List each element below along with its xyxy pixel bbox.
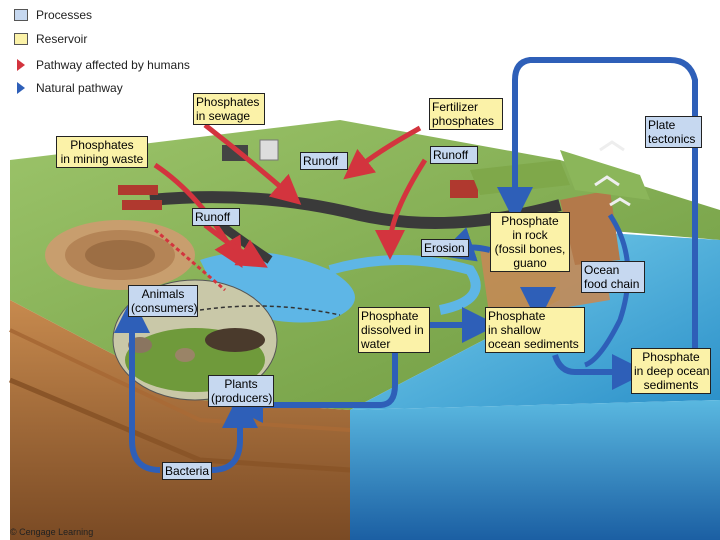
label-runoff-left: Runoff bbox=[192, 208, 240, 226]
legend-reservoir-label: Reservoir bbox=[36, 32, 88, 46]
label-bacteria: Bacteria bbox=[162, 462, 212, 480]
label-plate-tectonics: Plate tectonics bbox=[645, 116, 702, 148]
legend-human-pathway: Pathway affected by humans bbox=[14, 57, 190, 73]
legend-natural-label: Natural pathway bbox=[36, 81, 123, 95]
legend-natural-pathway: Natural pathway bbox=[14, 80, 123, 96]
label-fertilizer-phosphates: Fertilizer phosphates bbox=[429, 98, 503, 130]
label-phosphate-in-shallow-ocean-sediments: Phosphate in shallow ocean sediments bbox=[485, 307, 585, 353]
label-erosion: Erosion bbox=[421, 239, 469, 257]
label-runoff-right: Runoff bbox=[430, 146, 478, 164]
label-phosphates-in-mining-waste: Phosphates in mining waste bbox=[56, 136, 148, 168]
copyright-notice: © Cengage Learning bbox=[10, 527, 94, 537]
label-animals-consumers: Animals (consumers) bbox=[128, 285, 198, 317]
legend-human-label: Pathway affected by humans bbox=[36, 58, 190, 72]
label-phosphates-in-sewage: Phosphates in sewage bbox=[193, 93, 265, 125]
label-phosphate-dissolved-in-water: Phosphate dissolved in water bbox=[358, 307, 430, 353]
label-phosphate-in-rock: Phosphate in rock (fossil bones, guano bbox=[490, 212, 570, 272]
legend-reservoir: Reservoir bbox=[14, 31, 87, 47]
reservoir-swatch bbox=[14, 33, 28, 45]
blue-arrow-icon bbox=[17, 82, 25, 94]
label-plants-producers: Plants (producers) bbox=[208, 375, 274, 407]
label-runoff-center: Runoff bbox=[300, 152, 348, 170]
label-phosphate-in-deep-ocean-sediments: Phosphate in deep ocean sediments bbox=[631, 348, 711, 394]
label-ocean-food-chain: Ocean food chain bbox=[581, 261, 645, 293]
red-arrow-icon bbox=[17, 59, 25, 71]
process-swatch bbox=[14, 9, 28, 21]
legend-processes-label: Processes bbox=[36, 8, 93, 22]
legend-processes: Processes bbox=[14, 7, 92, 23]
